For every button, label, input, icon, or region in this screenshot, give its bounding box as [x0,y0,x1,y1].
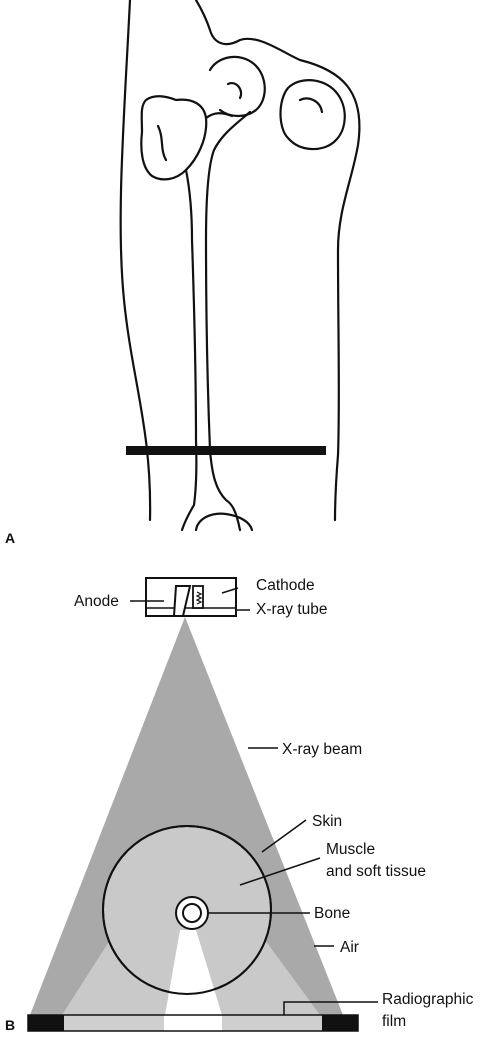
skin-outline-stroke [102,825,272,995]
label-xray-tube: X-ray tube [256,601,328,618]
bone-marrow [182,903,202,923]
anode-target [172,585,192,617]
panel-letter-a: A [5,530,15,546]
label-anode: Anode [74,593,119,610]
leader-cathode [221,587,239,594]
leader-lines [130,587,378,1015]
thigh-right-outline [194,0,361,522]
femoral-head [208,55,266,118]
leader-skin [261,819,307,853]
film-border [27,1014,359,1032]
film-gray-right [222,1015,322,1031]
label-air: Air [340,939,359,956]
panel-letter-b: B [5,1017,15,1033]
greater-trochanter [140,95,208,181]
label-skin: Skin [312,813,342,830]
femoral-head-fovea [226,82,243,100]
label-muscle-line1: Muscle [326,841,375,858]
label-muscle-line2: and soft tissue [326,863,426,880]
xray-tube [145,577,237,617]
femur-shaft-right [204,110,252,532]
label-xray-beam: X-ray beam [282,741,362,758]
film-gray-left [64,1015,164,1031]
film-black-right [322,1015,358,1031]
pelvis-bone [279,79,346,151]
leader-film [283,1001,378,1015]
xray-tube-housing [145,577,237,617]
film-white-center [164,1015,222,1031]
cross-section-marker [126,446,326,455]
label-cathode: Cathode [256,577,315,594]
label-film-line1: Radiographic [382,991,474,1008]
leader-muscle [239,857,321,886]
radiographic-film [27,1014,359,1032]
trochanter-inner-line [156,124,168,162]
label-bone: Bone [314,905,350,922]
panel-a-drawing [119,0,361,532]
pelvis-inner-line [298,97,324,114]
femoral-condyle [194,512,254,532]
femur-shaft-left [180,112,234,532]
label-film-line2: film [382,1013,406,1030]
thigh-left-outline [119,0,152,522]
cathode-filament [195,591,203,605]
film-black-left [28,1015,64,1031]
